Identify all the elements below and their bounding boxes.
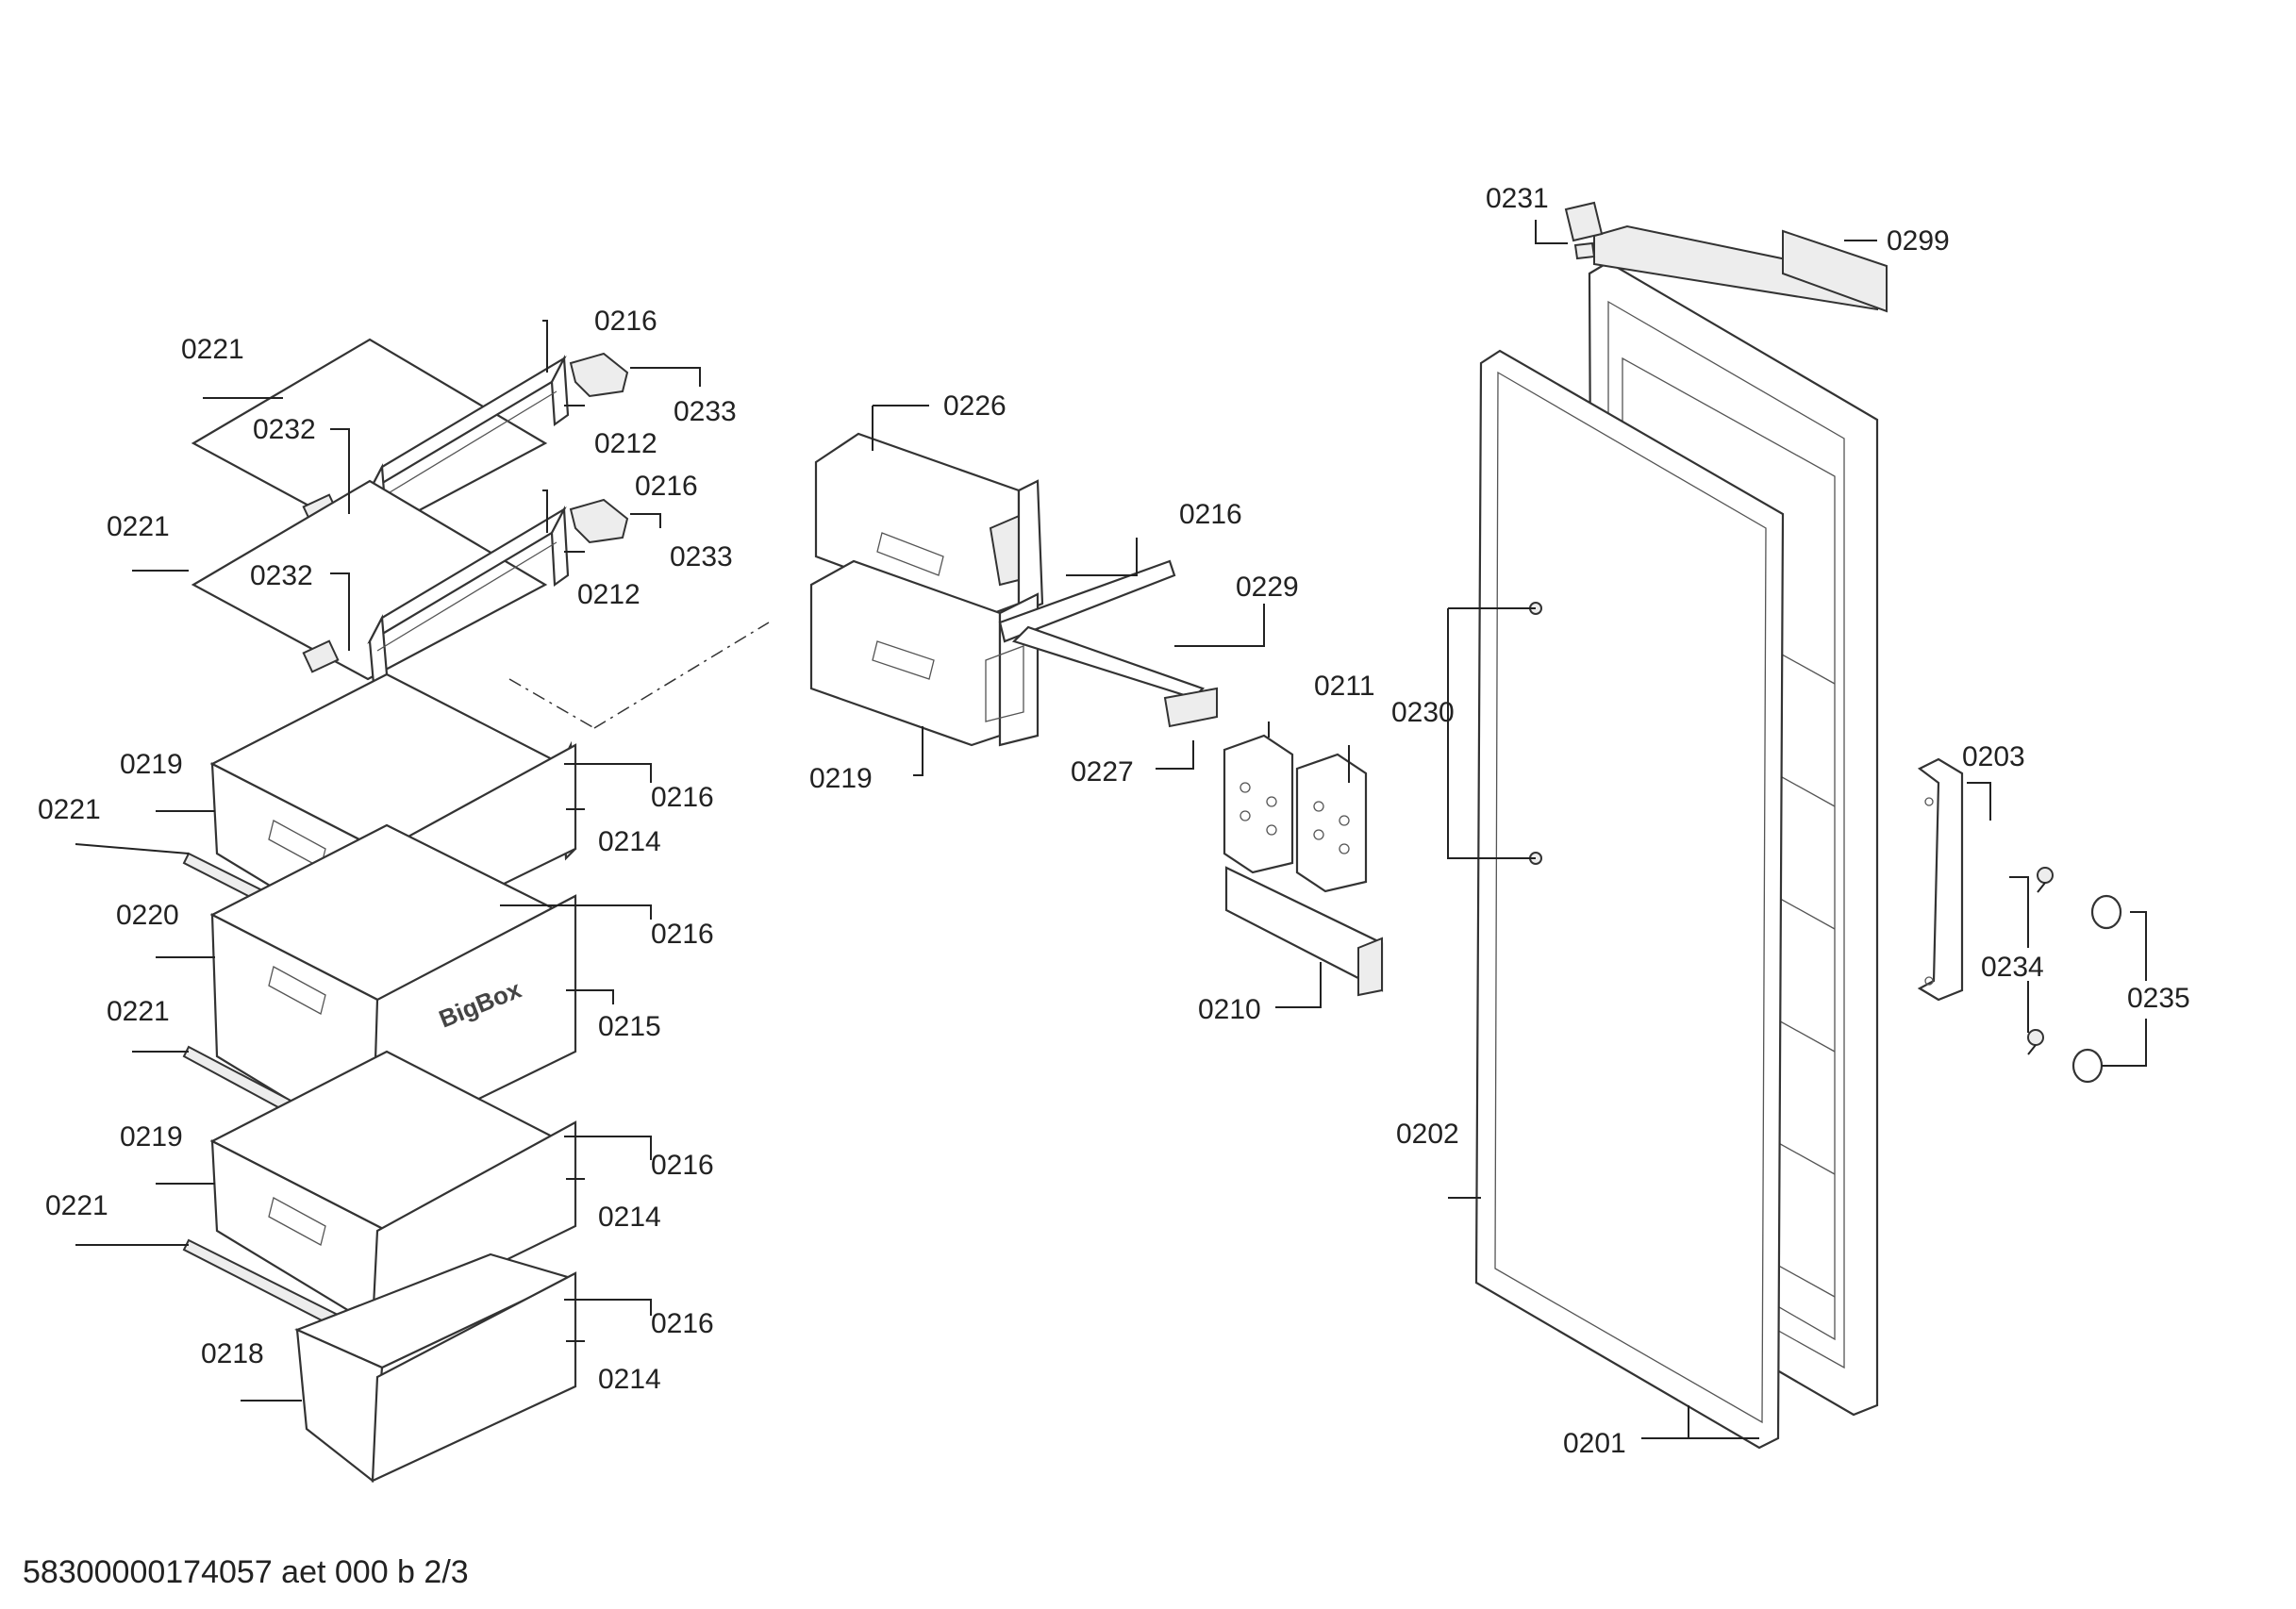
callout-0221-d: 0221 [107,996,170,1027]
callout-0202: 0202 [1396,1119,1459,1150]
callout-0232-b: 0232 [250,560,313,591]
callout-0212-b: 0212 [577,579,641,610]
callout-0299: 0299 [1887,225,1950,257]
callout-0232-a: 0232 [253,414,316,445]
callout-0216-d: 0216 [651,919,714,950]
callout-0203: 0203 [1962,741,2025,772]
callout-0233-a: 0233 [674,396,737,427]
callout-0230: 0230 [1391,697,1455,728]
callout-0219-a: 0219 [120,749,183,780]
callout-0227: 0227 [1071,756,1134,788]
callout-0215: 0215 [598,1011,661,1042]
cold-pack-right [1295,753,1368,893]
caps [2071,894,2122,1084]
callout-0211: 0211 [1314,671,1375,702]
door-hinge-cap [1564,201,1604,260]
cold-pack-left [1223,734,1294,874]
drawer-4-bottom [294,1252,577,1484]
slide-rail [998,559,1218,728]
door-gasket [1474,349,1785,1450]
document-id-footer: 58300000174057 aet 000 b 2/3 [23,1554,469,1590]
callout-0221-c: 0221 [38,794,101,825]
second-glass-shelf-assembly [191,479,629,687]
callout-0218: 0218 [201,1338,264,1369]
callout-0210: 0210 [1198,994,1261,1025]
callout-0214-c: 0214 [598,1364,661,1395]
callout-0201: 0201 [1563,1428,1626,1459]
callout-labels: 0221 0232 0216 0233 0212 0221 0232 0216 … [38,183,2190,1459]
callout-0219-b: 0219 [120,1121,183,1153]
callout-0216-b: 0216 [635,471,698,502]
shelf-front-trim-second [367,505,570,687]
callout-0234: 0234 [1981,952,2044,983]
callout-0214-a: 0214 [598,826,661,857]
shelf-bracket-second [302,639,340,673]
callout-0233-b: 0233 [670,541,733,572]
callout-0212-a: 0212 [594,428,657,459]
drawer-3 [182,1050,577,1341]
callout-0216-g: 0216 [1179,499,1242,530]
glass-shelf-second [191,479,548,681]
assembly-reference-line [508,678,595,729]
front-cover-strip [1224,866,1384,997]
rating-sticker [1782,229,1888,313]
callout-0216-e: 0216 [651,1150,714,1181]
cold-pack-pair [1223,734,1368,893]
callout-0221-b: 0221 [107,511,170,542]
callout-0231: 0231 [1486,183,1549,214]
callout-0229: 0229 [1236,572,1299,603]
callout-0214-b: 0214 [598,1202,661,1233]
leader-lines [75,220,2147,1439]
callout-0216-a: 0216 [594,306,657,337]
callout-0226: 0226 [943,390,1007,422]
shelf-clip-top [569,352,629,398]
door-handle [1917,757,1964,1002]
callout-0221-e: 0221 [45,1190,108,1221]
callout-0216-c: 0216 [651,782,714,813]
callout-0221-a: 0221 [181,334,244,365]
callout-0235: 0235 [2127,983,2190,1014]
shelf-clip-second [569,498,629,544]
callout-0220: 0220 [116,900,179,931]
callout-0219-c: 0219 [809,763,873,794]
screws [2027,867,2054,1055]
callout-0216-f: 0216 [651,1308,714,1339]
